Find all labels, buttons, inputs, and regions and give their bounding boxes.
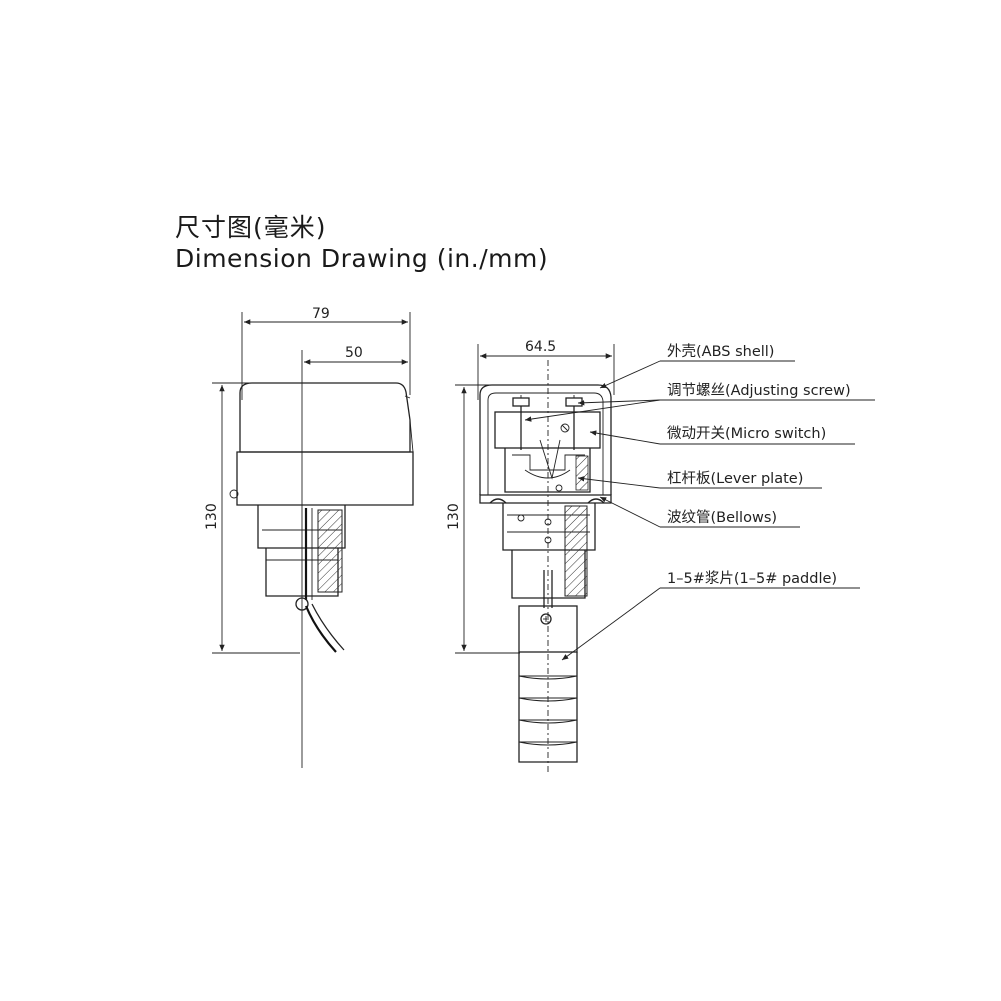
front-view: 64.5 130: [446, 339, 615, 775]
side-width-label: 79: [312, 306, 330, 322]
callout-micro-switch: 微动开关(Micro switch): [667, 425, 826, 442]
callouts: 外壳(ABS shell) 调节螺丝(Adjusting screw) 微动开关…: [524, 343, 875, 661]
front-height-label: 130: [446, 503, 462, 530]
title-english: Dimension Drawing (in./mm): [175, 244, 549, 273]
callout-abs-shell: 外壳(ABS shell): [667, 343, 774, 360]
front-width-label: 64.5: [525, 339, 556, 355]
side-height-label: 130: [204, 503, 220, 530]
callout-paddle: 1–5#浆片(1–5# paddle): [667, 569, 837, 587]
callout-adjusting-screw: 调节螺丝(Adjusting screw): [667, 382, 851, 399]
side-view: 79 50 130: [204, 306, 414, 768]
callout-bellows: 波纹管(Bellows): [667, 509, 777, 526]
title-chinese: 尺寸图(毫米): [175, 213, 327, 242]
callout-lever-plate: 杠杆板(Lever plate): [667, 469, 803, 487]
side-offset-label: 50: [345, 345, 363, 361]
